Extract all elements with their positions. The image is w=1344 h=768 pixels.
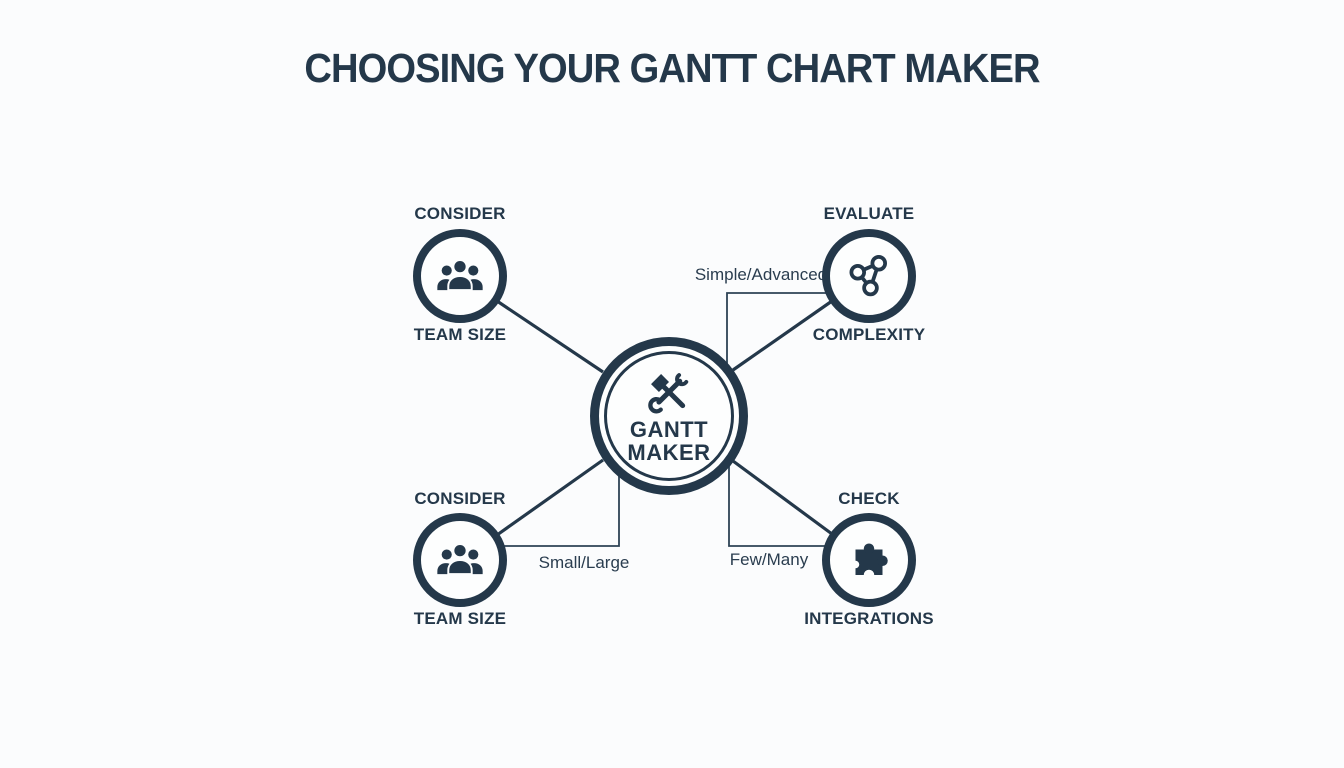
center-node-inner-ring: GANTT MAKER: [604, 351, 734, 481]
team-icon: [437, 543, 483, 576]
node-eyebrow: CHECK: [838, 489, 900, 508]
node-circle: [413, 513, 507, 607]
node-label: TEAM SIZE: [413, 325, 507, 344]
center-node-gantt-maker: GANTT MAKER: [590, 337, 748, 495]
node-integrations: CHECK INTEGRATIONS: [759, 488, 979, 630]
spoke-bottom-right: [732, 459, 833, 536]
spoke-top-right: [732, 299, 833, 372]
spoke-bottom-left: [496, 458, 604, 537]
node-complexity: EVALUATE COMPLEXITY: [759, 203, 979, 346]
node-label: COMPLEXITY: [812, 325, 926, 344]
center-label-line1: GANTT: [629, 416, 709, 442]
node-eyebrow: CONSIDER: [414, 204, 506, 223]
node-team-size-top: CONSIDER TEAM SIZE: [350, 203, 570, 346]
center-label-line2: MAKER: [627, 439, 711, 465]
elbow-integrations: [728, 465, 827, 547]
node-label: INTEGRATIONS: [804, 609, 934, 628]
node-circle: [413, 229, 507, 323]
node-eyebrow: CONSIDER: [414, 489, 506, 508]
team-icon: [437, 259, 483, 292]
elbow-team-size: [503, 474, 620, 547]
node-circle: [822, 513, 916, 607]
puzzle-icon: [851, 543, 888, 581]
node-label: TEAM SIZE: [413, 609, 507, 628]
node-circle: [822, 229, 916, 323]
elbow-complexity: [726, 292, 828, 366]
edge-label-integrations: Few/Many: [729, 550, 809, 569]
spoke-top-left: [496, 299, 604, 374]
node-eyebrow: EVALUATE: [823, 204, 915, 223]
node-team-size-bottom: CONSIDER TEAM SIZE: [350, 488, 570, 630]
page-title: CHOOSING YOUR GANTT CHART MAKER: [304, 45, 1040, 91]
network-icon: [849, 255, 887, 297]
crossed-tools-icon: [648, 372, 689, 413]
edge-label-team-size: Small/Large: [538, 553, 630, 572]
edge-label-complexity: Simple/Advanced: [694, 265, 828, 284]
